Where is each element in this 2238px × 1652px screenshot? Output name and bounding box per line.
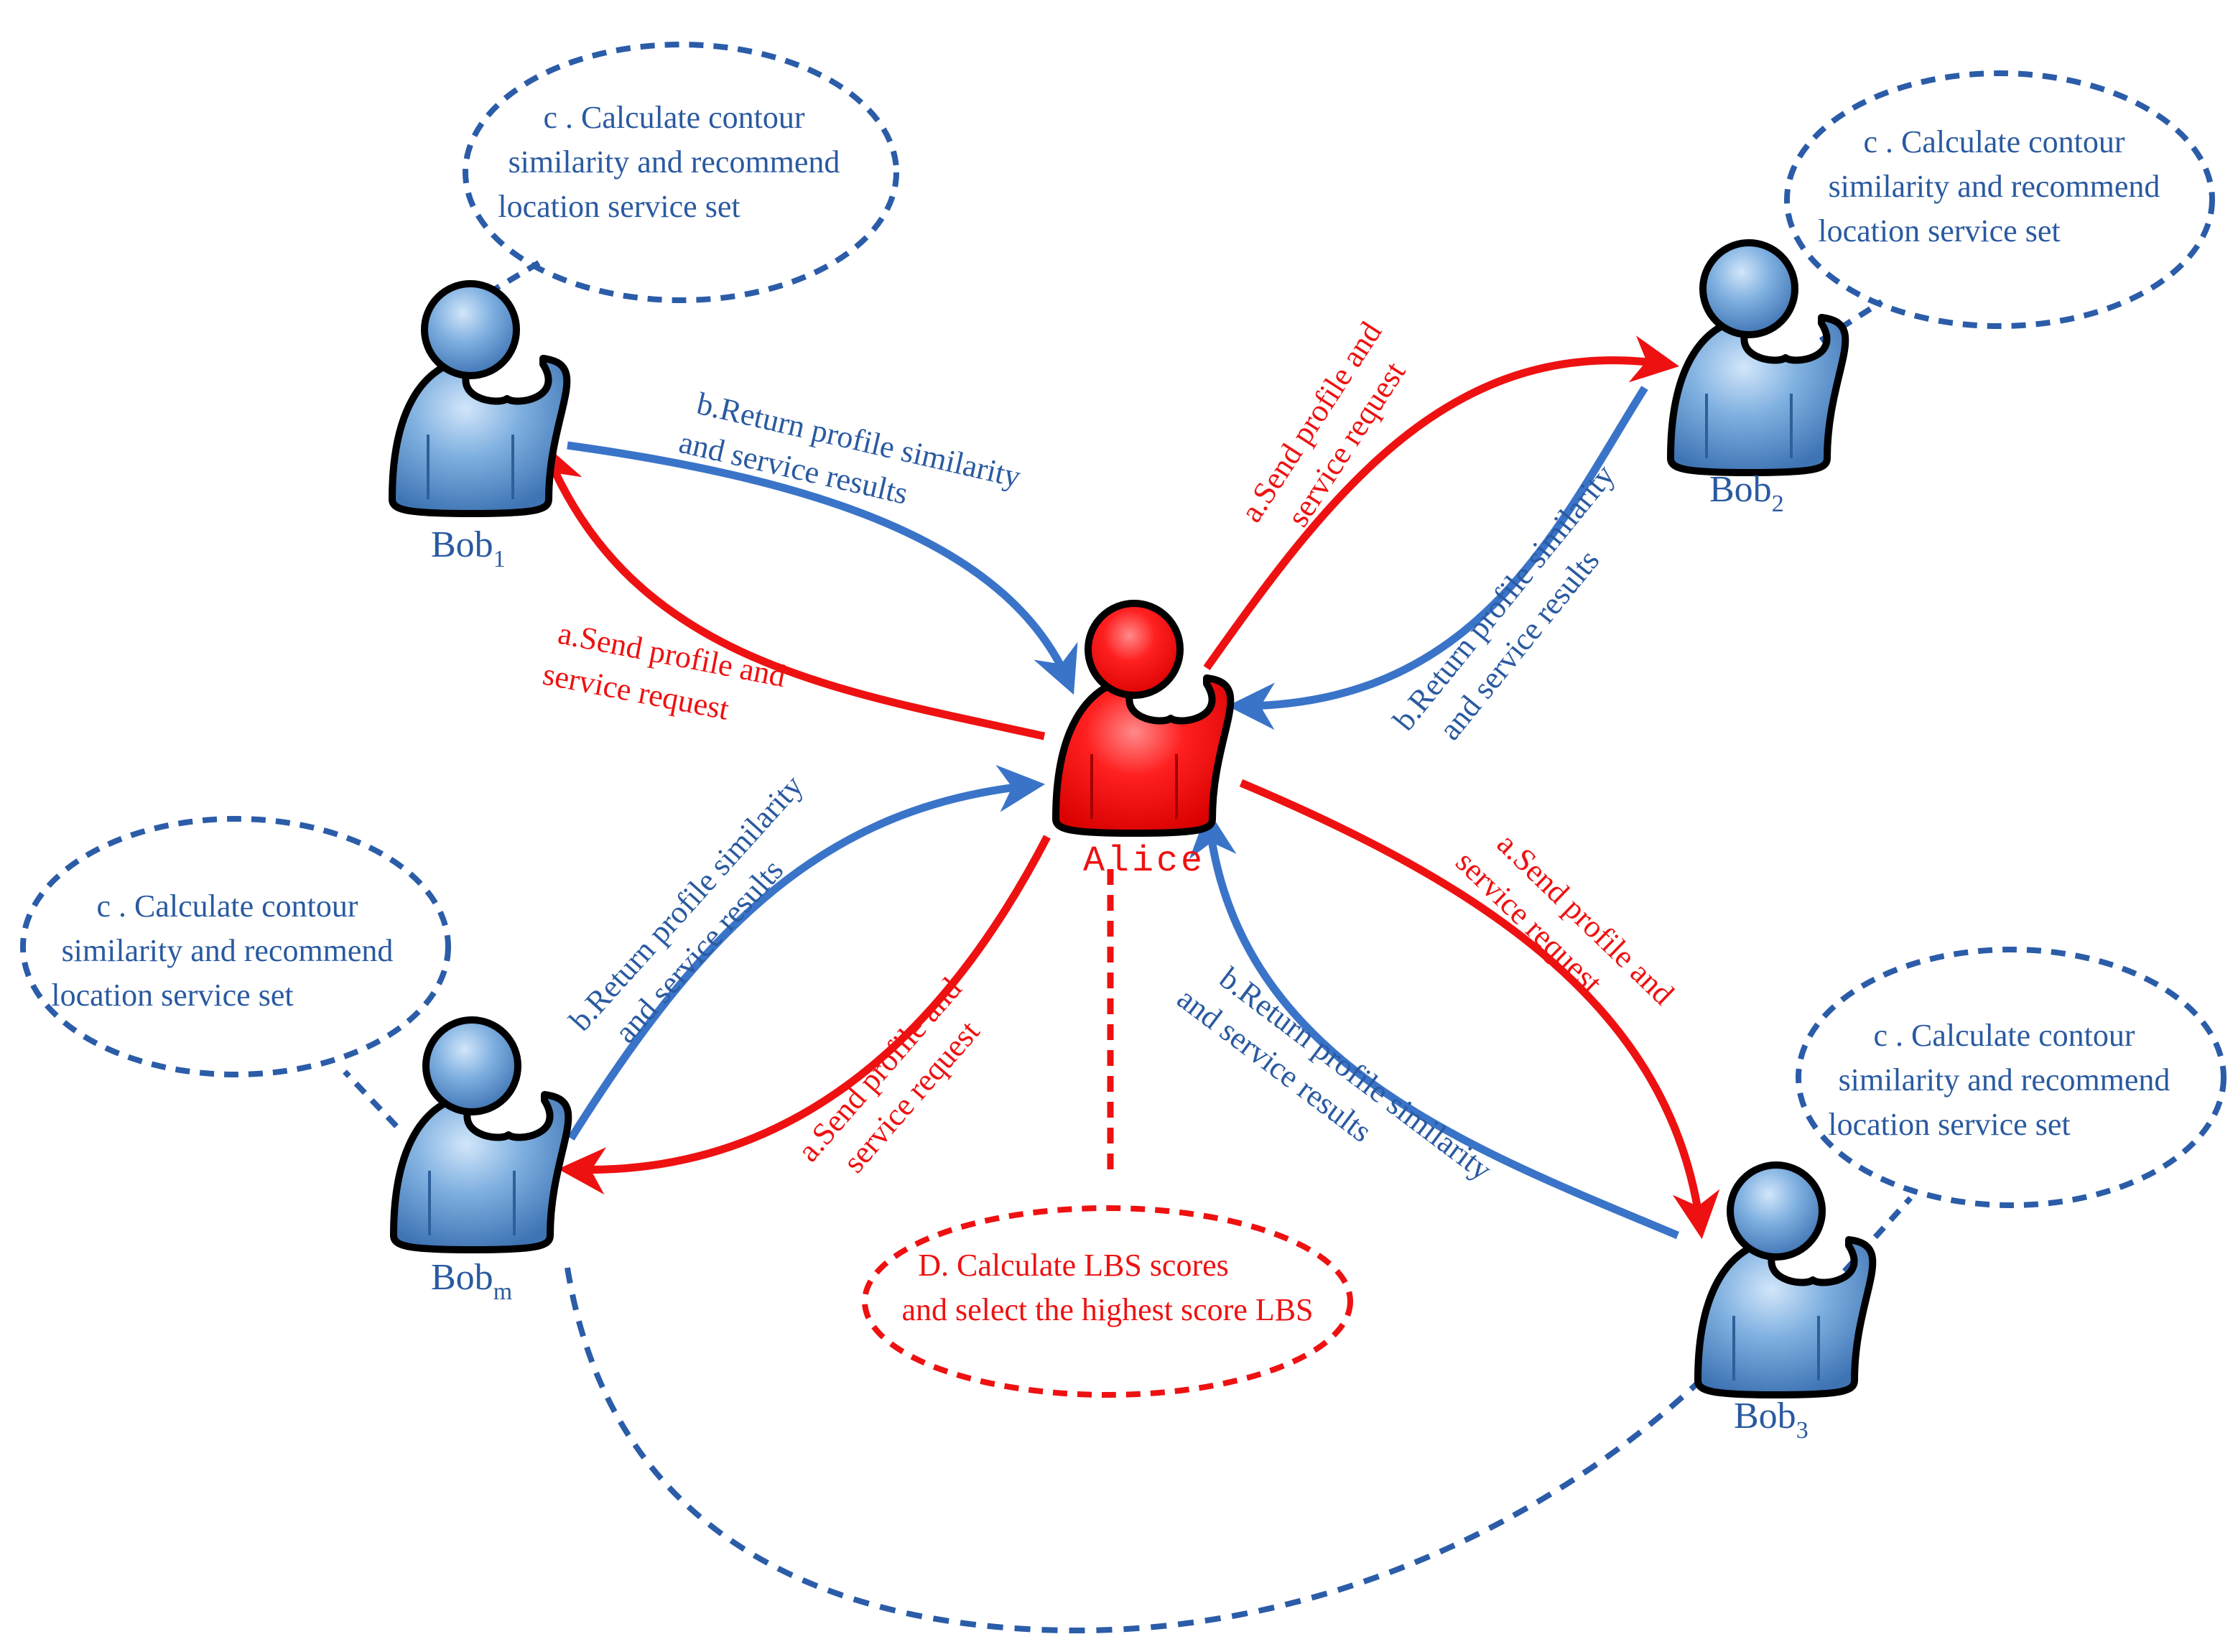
edge-return-bob2	[1227, 386, 1648, 730]
bubble-tail-bobm	[343, 1069, 399, 1128]
person-icon-bob1	[389, 280, 571, 517]
bubble-score	[862, 1205, 1353, 1398]
edge-label-return-bob3: b.Return profile similarity and service …	[1171, 947, 1505, 1225]
label-bobm: Bobm	[431, 1257, 512, 1305]
bubbles	[20, 42, 2227, 1398]
edge-send-bob3	[1239, 779, 1720, 1240]
edge-label-send-bob3: a.Send profile and service request	[1449, 814, 1686, 1047]
edge-return-bob3	[1189, 809, 1680, 1240]
person-icon-bob2	[1667, 239, 1849, 476]
node-labels: Bob1 Bob2 Bob3 Bobm Alice	[431, 469, 1808, 1444]
bubble-text-bob2: c . Calculate contour similarity and rec…	[1818, 124, 2168, 249]
edge-label-send-bobm: a.Send profile and service request	[791, 965, 1006, 1196]
bubble-bob2	[1784, 70, 2215, 329]
person-icon-alice	[1052, 600, 1235, 837]
label-bob3: Bob3	[1734, 1396, 1808, 1444]
person-icon-bobm	[390, 1016, 572, 1253]
edge-return-bobm	[567, 765, 1046, 1141]
bubble-text-score: D. Calculate LBS scores and select the h…	[901, 1248, 1313, 1327]
bubble-text-bobm: c . Calculate contour similarity and rec…	[51, 888, 401, 1013]
bubble-tail-bob3	[1842, 1196, 1913, 1273]
bubble-bob3	[1796, 947, 2227, 1208]
bubble-texts: c . Calculate contour similarity and rec…	[51, 100, 2178, 1327]
edge-label-return-bobm: b.Return profile similarity and service …	[562, 762, 846, 1065]
bubble-text-bob1: c . Calculate contour similarity and rec…	[498, 100, 848, 224]
edge-send-bob1	[538, 442, 1046, 741]
bubble-bob1	[463, 42, 899, 303]
edge-label-send-bob1: a.Send profile and service request	[540, 614, 797, 738]
bubble-bobm	[20, 816, 451, 1077]
edge-label-send-bob2: a.Send profile and service request	[1233, 309, 1428, 551]
label-bob1: Bob1	[431, 524, 506, 572]
edge-send-bobm	[557, 835, 1051, 1195]
bubble-text-bob3: c . Calculate contour similarity and rec…	[1828, 1018, 2178, 1142]
edge-send-bob2	[1203, 335, 1680, 671]
edge-bobm-bob3-dashed	[565, 1267, 1719, 1634]
label-alice: Alice	[1083, 841, 1205, 882]
person-icon-bob3	[1694, 1161, 1877, 1398]
edge-return-bob1	[567, 441, 1078, 695]
edge-label-return-bob2: b.Return profile similarity and service …	[1386, 452, 1659, 764]
label-bob2: Bob2	[1709, 469, 1784, 517]
